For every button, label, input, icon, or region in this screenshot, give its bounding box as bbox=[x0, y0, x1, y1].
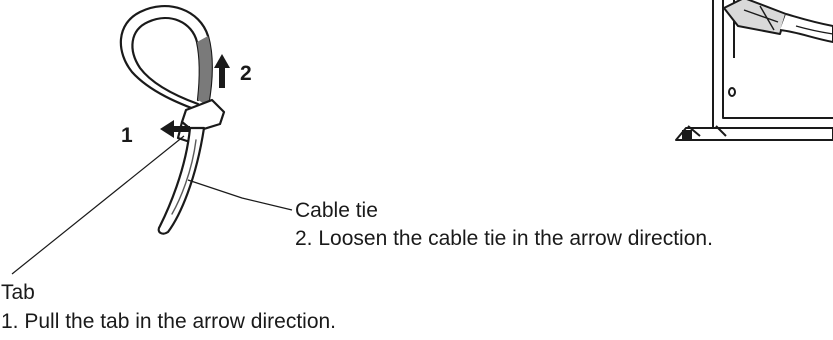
arrow-pull-icon bbox=[160, 120, 190, 138]
leader-lines bbox=[11, 135, 293, 275]
monitor-illustration bbox=[675, 0, 833, 141]
cable-tie-leader-line bbox=[187, 179, 293, 211]
tab-label: Tab bbox=[1, 281, 35, 304]
tab-step-text: 1. Pull the tab in the arrow direction. bbox=[1, 310, 337, 333]
arrow-loosen-icon bbox=[214, 54, 230, 88]
tab-leader-line bbox=[11, 135, 185, 275]
arrow-loosen-number: 2 bbox=[240, 62, 252, 85]
arrow-pull-number: 1 bbox=[121, 124, 133, 147]
cable-tie-label: Cable tie bbox=[295, 199, 378, 222]
cable-tie-illustration bbox=[119, 4, 226, 235]
cable-tie-step-text: 2. Loosen the cable tie in the arrow dir… bbox=[295, 227, 713, 250]
